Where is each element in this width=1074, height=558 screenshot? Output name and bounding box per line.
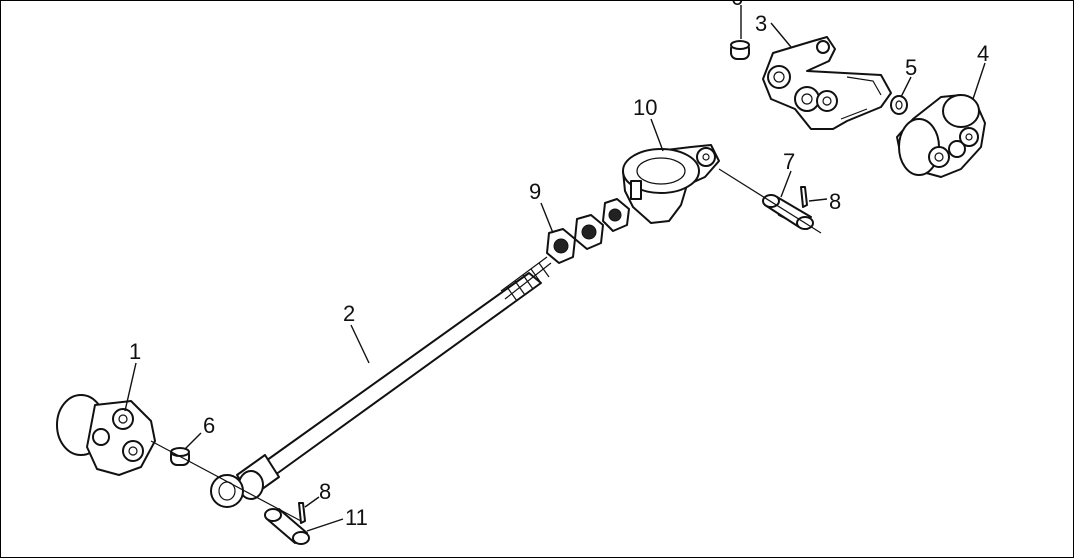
axis-line-top bbox=[718, 168, 822, 234]
part-10-clamp-head bbox=[622, 144, 720, 224]
part-8-cotter-pin-bottom bbox=[298, 502, 306, 524]
callout-labels: 1 2 3 4 5 6 6 7 8 8 9 10 11 bbox=[129, 1, 989, 530]
nut-1 bbox=[546, 228, 576, 264]
nut-3 bbox=[602, 198, 630, 232]
callout-3: 3 bbox=[755, 11, 767, 36]
part-3-yoke-bracket bbox=[762, 36, 892, 130]
part-9-nuts bbox=[546, 198, 630, 264]
part-4-rubber-mount bbox=[896, 94, 986, 178]
leader-lines bbox=[124, 5, 986, 532]
callout-7: 7 bbox=[783, 149, 795, 174]
axis-line-bottom bbox=[150, 440, 302, 522]
part-5-washer bbox=[890, 95, 908, 115]
callout-1: 1 bbox=[129, 339, 141, 364]
part-11-lower-pin bbox=[264, 508, 310, 545]
callout-8-bottom: 8 bbox=[319, 479, 331, 504]
part-1-lower-mount bbox=[56, 394, 156, 476]
callout-11: 11 bbox=[345, 505, 368, 530]
part-6-bushing-top bbox=[730, 40, 750, 60]
callout-5: 5 bbox=[905, 55, 917, 80]
callout-6-bottom: 6 bbox=[203, 413, 215, 438]
part-2-threaded-rod bbox=[210, 256, 552, 508]
callout-10: 10 bbox=[633, 95, 657, 120]
callout-9: 9 bbox=[529, 179, 541, 204]
callout-2: 2 bbox=[343, 301, 355, 326]
callout-8-top: 8 bbox=[829, 189, 841, 214]
nut-2 bbox=[574, 214, 604, 250]
part-8-cotter-pin-top bbox=[800, 186, 808, 208]
callout-6-top: 6 bbox=[731, 1, 743, 10]
callout-4: 4 bbox=[977, 41, 989, 66]
